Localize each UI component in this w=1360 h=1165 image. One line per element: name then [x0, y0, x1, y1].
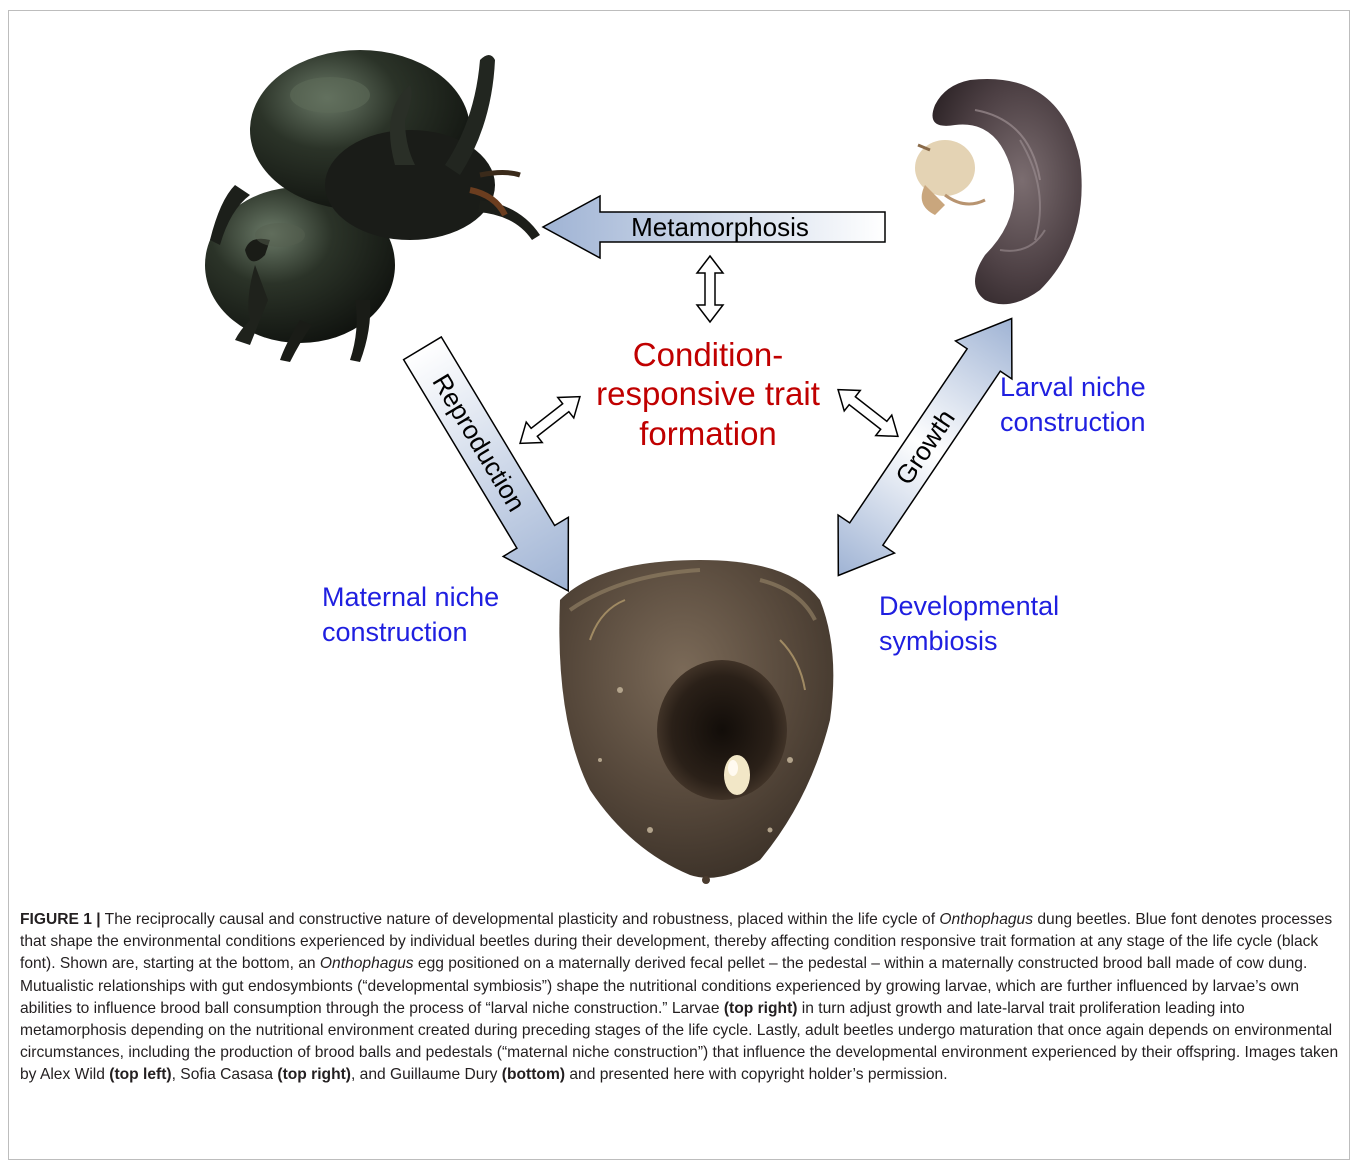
- center-label: Condition- responsive trait formation: [596, 336, 820, 452]
- caption-bold: (top right): [277, 1066, 351, 1083]
- maternal-niche-line-2: construction: [322, 617, 468, 647]
- brood-ball-with-egg-photo: [559, 560, 833, 884]
- double-arrow-right: [830, 379, 906, 446]
- metamorphosis-arrow: Metamorphosis: [543, 196, 885, 258]
- dev-symbiosis-line-2: symbiosis: [879, 626, 998, 656]
- caption-text: , Sofia Casasa: [172, 1066, 278, 1083]
- caption-genus: Onthophagus: [939, 911, 1033, 928]
- maternal-niche-line-1: Maternal niche: [322, 582, 499, 612]
- adult-beetles-photo: [205, 50, 540, 362]
- metamorphosis-label: Metamorphosis: [631, 212, 809, 242]
- dev-symbiosis-line-1: Developmental: [879, 591, 1059, 621]
- center-line-3: formation: [639, 415, 777, 452]
- caption-bold: (bottom): [502, 1066, 565, 1083]
- reproduction-arrow: Reproduction: [390, 329, 601, 611]
- double-arrow-left: [512, 386, 588, 453]
- growth-arrow: Growth: [810, 299, 1040, 594]
- life-cycle-diagram: Metamorphosis Reproduction Growth Condit…: [0, 0, 1360, 900]
- center-line-2: responsive trait: [596, 375, 820, 412]
- larval-niche-line-2: construction: [1000, 407, 1146, 437]
- caption-text: , and Guillaume Dury: [351, 1066, 502, 1083]
- larva-photo: [915, 79, 1082, 304]
- larval-niche-line-1: Larval niche: [1000, 372, 1146, 402]
- caption-bold: (top left): [109, 1066, 171, 1083]
- figure-caption: FIGURE 1 | The reciprocally causal and c…: [20, 909, 1340, 1087]
- figure-label: FIGURE 1 |: [20, 911, 101, 928]
- double-arrow-top: [697, 256, 723, 322]
- caption-genus: Onthophagus: [320, 955, 414, 972]
- caption-text: The reciprocally causal and constructive…: [101, 911, 940, 928]
- center-line-1: Condition-: [633, 336, 783, 373]
- caption-bold: (top right): [724, 1000, 798, 1017]
- caption-text: and presented here with copyright holder…: [565, 1066, 948, 1083]
- reproduction-label: Reproduction: [426, 369, 531, 517]
